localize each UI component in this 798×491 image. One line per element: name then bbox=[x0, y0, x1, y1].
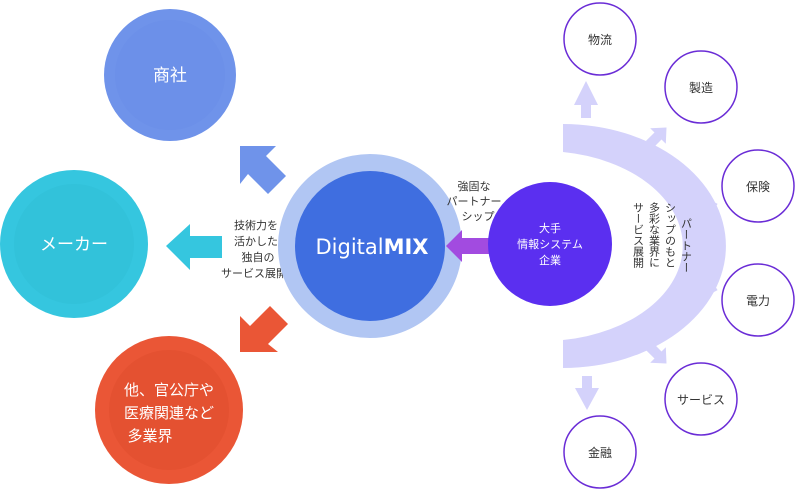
center-node: DigitalMIX bbox=[278, 154, 462, 338]
industry-label-logistics: 物流 bbox=[588, 33, 612, 47]
partner-label-line-1: 大手 bbox=[539, 221, 561, 235]
trading-label: 商社 bbox=[153, 66, 187, 86]
industry-label-insurance: 保険 bbox=[746, 180, 770, 194]
public-node: 他、官公庁や 医療関連など 多業界 bbox=[95, 336, 243, 484]
arrow-to-service bbox=[646, 343, 667, 364]
arrow-to-logistics bbox=[574, 81, 598, 118]
public-circle-inner bbox=[109, 350, 229, 470]
arrow-to-insurance bbox=[693, 196, 718, 218]
public-label-line-3: 多業界 bbox=[127, 427, 172, 445]
trading-node: 商社 bbox=[104, 9, 236, 141]
industry-node-power: 電力 bbox=[721, 263, 795, 337]
public-label-line-1: 他、官公庁や bbox=[124, 381, 214, 399]
maker-circle-inner bbox=[14, 184, 134, 304]
industry-node-service: サービス bbox=[664, 362, 738, 436]
partnership-label-line-3: シップ bbox=[462, 210, 495, 223]
vertical-caption: パートナー シップのもと 多彩な業界に サービス展開 bbox=[632, 201, 693, 273]
partner-label-line-3: 企業 bbox=[539, 253, 561, 267]
maker-label: メーカー bbox=[40, 235, 108, 255]
center-title-light: Digital bbox=[315, 235, 383, 259]
vertical-caption-col-1: パートナー bbox=[680, 218, 693, 273]
industry-label-service: サービス bbox=[677, 393, 725, 407]
industry-node-manufacturing: 製造 bbox=[664, 50, 738, 124]
arrow-to-trading bbox=[240, 146, 286, 194]
industry-node-finance: 金融 bbox=[563, 415, 637, 489]
arrow-to-power bbox=[693, 276, 718, 298]
industry-circle-service bbox=[664, 362, 738, 436]
partner-node: 大手 情報システム 企業 bbox=[488, 182, 612, 306]
industry-circle-insurance bbox=[721, 149, 795, 223]
center-circle bbox=[295, 171, 445, 321]
arrow-to-finance bbox=[575, 376, 599, 410]
industry-circle-logistics bbox=[563, 2, 637, 76]
partnership-label: 強固な パートナー シップ bbox=[447, 180, 502, 223]
left-caption-line-1: 技術力を bbox=[234, 219, 278, 232]
industry-circle-manufacturing bbox=[664, 50, 738, 124]
industry-arrows bbox=[574, 81, 718, 410]
partnership-label-line-2: パートナー bbox=[447, 195, 502, 208]
partner-label-line-2: 情報システム bbox=[517, 238, 583, 251]
industry-node-insurance: 保険 bbox=[721, 149, 795, 223]
left-caption-line-2: 活かした bbox=[234, 235, 278, 248]
vertical-caption-col-2: シップのもと bbox=[664, 202, 677, 268]
center-title-bold: MIX bbox=[384, 235, 429, 259]
industry-node-logistics: 物流 bbox=[563, 2, 637, 76]
arrow-to-manufacturing bbox=[646, 127, 667, 148]
trading-circle-inner bbox=[115, 20, 225, 130]
public-label-line-2: 医療関連など bbox=[124, 404, 214, 422]
industry-circle-finance bbox=[563, 415, 637, 489]
left-caption-line-3: 独自の bbox=[242, 251, 275, 264]
left-caption: 技術力を 活かした 独自の サービス展開 bbox=[221, 219, 287, 280]
arrow-to-maker bbox=[166, 224, 222, 270]
industry-label-manufacturing: 製造 bbox=[689, 81, 713, 95]
partnership-arc bbox=[563, 124, 726, 368]
vertical-caption-col-4: サービス展開 bbox=[632, 202, 645, 269]
industry-label-power: 電力 bbox=[746, 294, 770, 308]
industry-circle-power bbox=[721, 263, 795, 337]
partnership-label-line-1: 強固な bbox=[458, 180, 491, 193]
arrow-to-public bbox=[240, 306, 288, 352]
maker-node: メーカー bbox=[0, 170, 148, 318]
vertical-caption-col-3: 多彩な業界に bbox=[648, 201, 661, 268]
industry-label-finance: 金融 bbox=[588, 445, 612, 460]
center-title: DigitalMIX bbox=[315, 235, 428, 259]
partner-circle bbox=[488, 182, 612, 306]
left-caption-line-4: サービス展開 bbox=[221, 267, 287, 280]
